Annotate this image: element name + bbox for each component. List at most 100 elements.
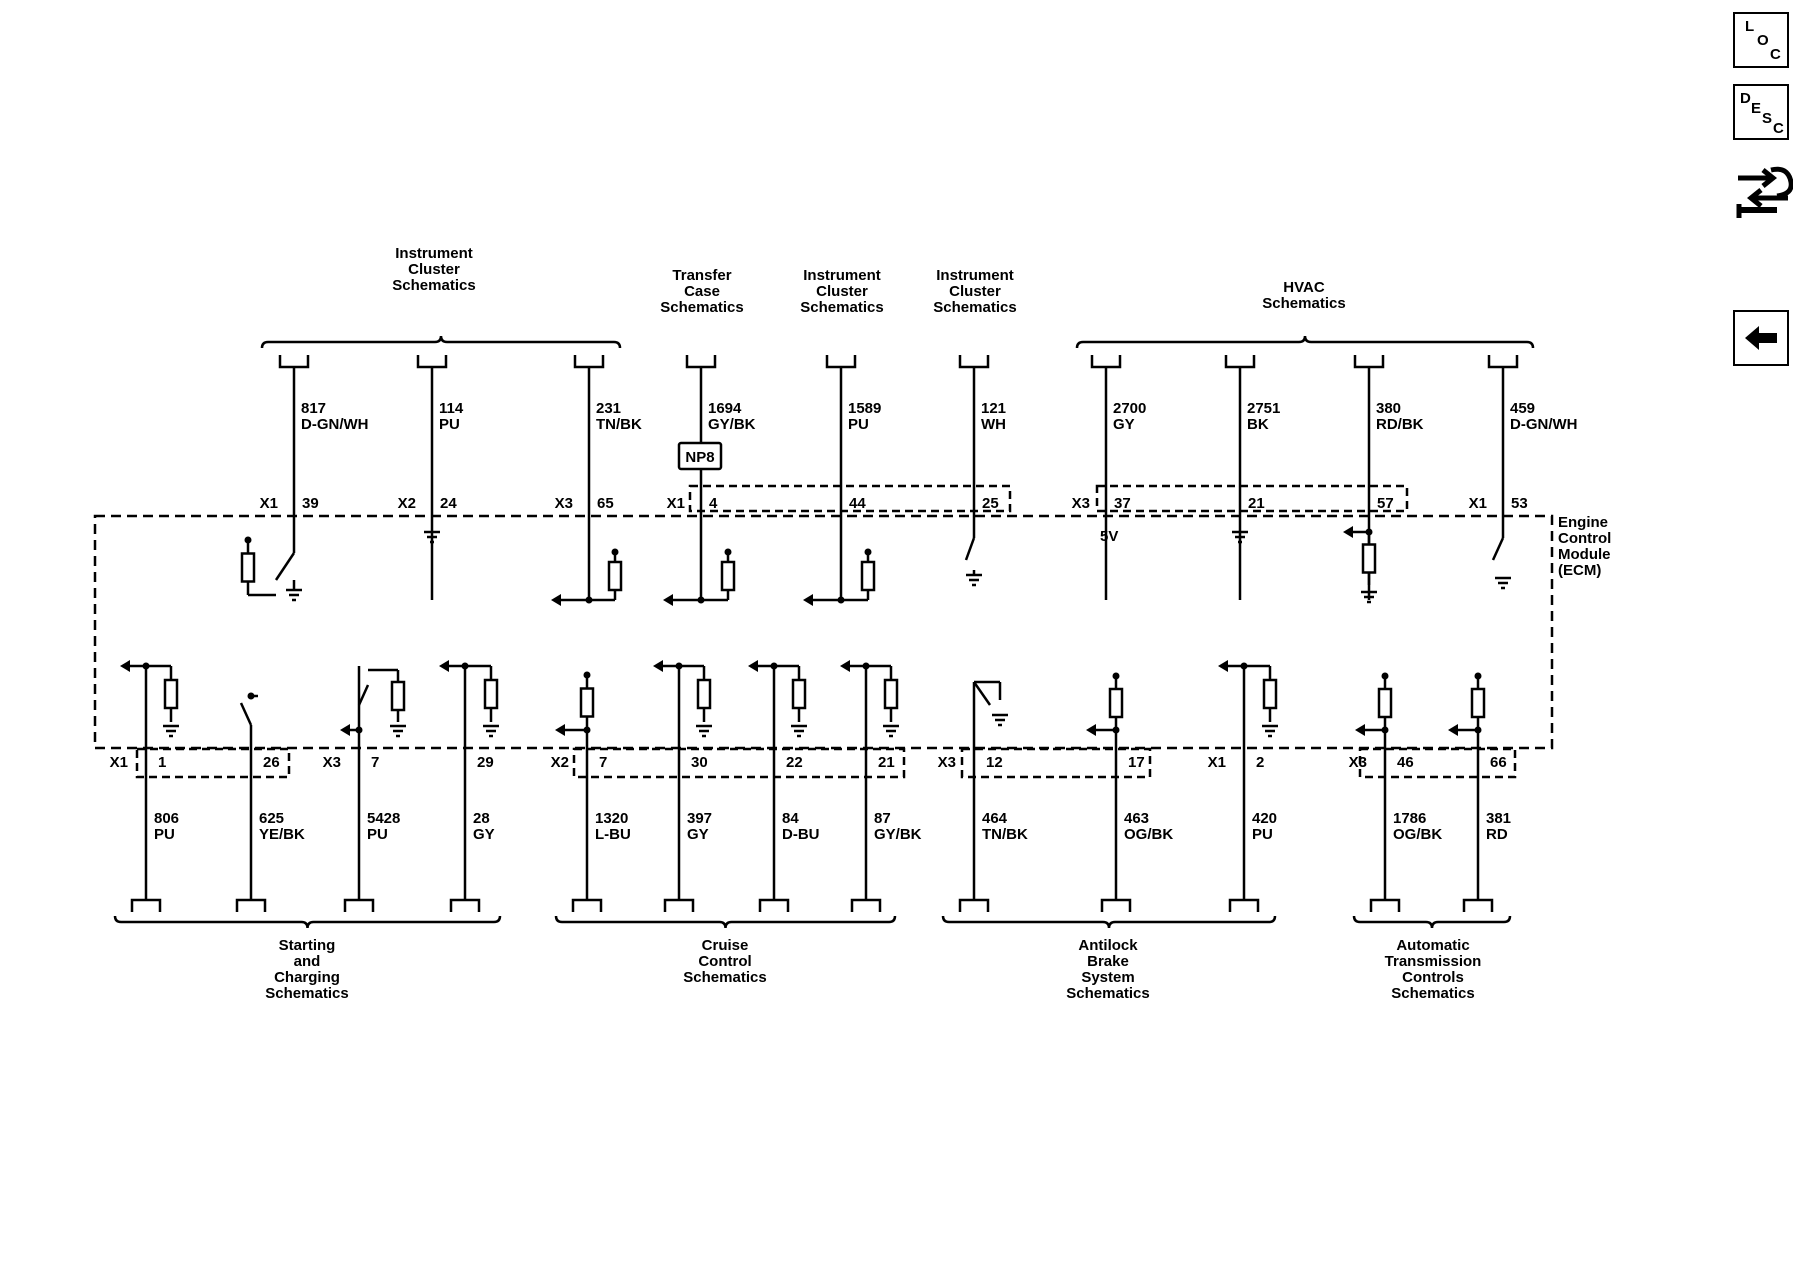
back-button[interactable]: [1733, 310, 1789, 366]
bottom-group-label: and: [294, 953, 321, 970]
circuit-color: PU: [439, 416, 460, 433]
top-group-label: Transfer: [672, 267, 731, 284]
terminal-symbol: [416, 355, 448, 369]
brace: [941, 915, 1277, 929]
resistor-symbol: [240, 540, 256, 595]
connector-end-view-icon[interactable]: [1733, 160, 1794, 222]
terminal-symbol: [278, 355, 310, 369]
connector-box-x2-bottom: [572, 747, 906, 779]
junction-dot: [355, 726, 363, 734]
top-group-label: Case: [684, 283, 720, 300]
description-button[interactable]: D E S C: [1733, 84, 1789, 140]
ecm-module-outline: [93, 514, 1554, 750]
circuit-number: 114: [439, 400, 464, 417]
junction-dot: [1240, 662, 1248, 670]
top-group-label: Schematics: [800, 299, 883, 316]
circuit-number: 5428: [367, 810, 400, 827]
bottom-group-label: System: [1081, 969, 1134, 986]
pin-number: 26: [263, 754, 280, 771]
loc-letter-c: C: [1770, 46, 1781, 63]
arrow-symbol: [748, 660, 758, 672]
switch-blade: [964, 537, 976, 561]
pin-number: 1: [158, 754, 166, 771]
circuit-color: PU: [367, 826, 388, 843]
pin-number: 29: [477, 754, 494, 771]
pin-number: 39: [302, 495, 319, 512]
pin-number: 53: [1511, 495, 1528, 512]
circuit-color: PU: [848, 416, 869, 433]
circuit-color: OG/BK: [1393, 826, 1442, 843]
arrow-symbol: [663, 594, 673, 606]
arrow-symbol: [120, 660, 130, 672]
circuit-color: GY: [1113, 416, 1135, 433]
circuit-color: RD: [1486, 826, 1508, 843]
resistor-symbol: [579, 675, 595, 730]
junction-dot: [770, 662, 778, 670]
bottom-group-label: Controls: [1402, 969, 1464, 986]
location-button[interactable]: L O C: [1733, 12, 1789, 68]
terminal-symbol: [235, 898, 267, 912]
terminal-symbol: [1462, 898, 1494, 912]
pin-number: 46: [1397, 754, 1414, 771]
ground-symbol: [1495, 576, 1511, 590]
connector-label: X3: [323, 754, 341, 771]
bottom-group-label: Schematics: [683, 969, 766, 986]
ecm-module-label: Engine Control Module (ECM): [1558, 514, 1611, 579]
brace: [1075, 335, 1535, 349]
pin-number: 25: [982, 495, 999, 512]
circuit-number: 464: [982, 810, 1008, 827]
circuit-number: 121: [981, 400, 1006, 417]
terminal-symbol: [1100, 898, 1132, 912]
circuit-number: 463: [1124, 810, 1149, 827]
circuit-number: 817: [301, 400, 326, 417]
resistor-symbol: [883, 666, 899, 722]
desc-letter-c: C: [1773, 120, 1784, 137]
circuit-color: PU: [1252, 826, 1273, 843]
pin-number: 21: [1248, 495, 1265, 512]
junction-dot: [1474, 672, 1482, 680]
bottom-group-label: Cruise: [702, 937, 749, 954]
circuit-color: OG/BK: [1124, 826, 1173, 843]
switch-blade: [972, 681, 992, 706]
top-group-label: Instrument: [803, 267, 881, 284]
connector-label: X3: [555, 495, 573, 512]
connector-label: X3: [1349, 754, 1367, 771]
resistor-symbol: [390, 670, 406, 722]
arrow-symbol: [1355, 724, 1365, 736]
loc-letter-l: L: [1745, 18, 1755, 35]
brace: [1352, 915, 1512, 929]
loc-letter-o: O: [1757, 32, 1769, 49]
circuit-number: 1320: [595, 810, 628, 827]
circuit-color: RD/BK: [1376, 416, 1424, 433]
resistor-symbol: [1470, 676, 1486, 730]
bottom-group-label: Transmission: [1385, 953, 1482, 970]
bottom-group-label: Brake: [1087, 953, 1129, 970]
switch-blade: [274, 552, 296, 581]
arrow-symbol: [653, 660, 663, 672]
connector-box-x3-top: [1095, 484, 1409, 513]
connector-label: X1: [667, 495, 685, 512]
switch-blade: [239, 702, 253, 726]
bottom-group-label: Control: [698, 953, 751, 970]
arrow-symbol: [803, 594, 813, 606]
top-group-label: Cluster: [816, 283, 868, 300]
connector-label: X3: [938, 754, 956, 771]
terminal-symbol: [850, 898, 882, 912]
circuit-number: 1589: [848, 400, 881, 417]
top-group-label: Instrument: [395, 245, 473, 262]
